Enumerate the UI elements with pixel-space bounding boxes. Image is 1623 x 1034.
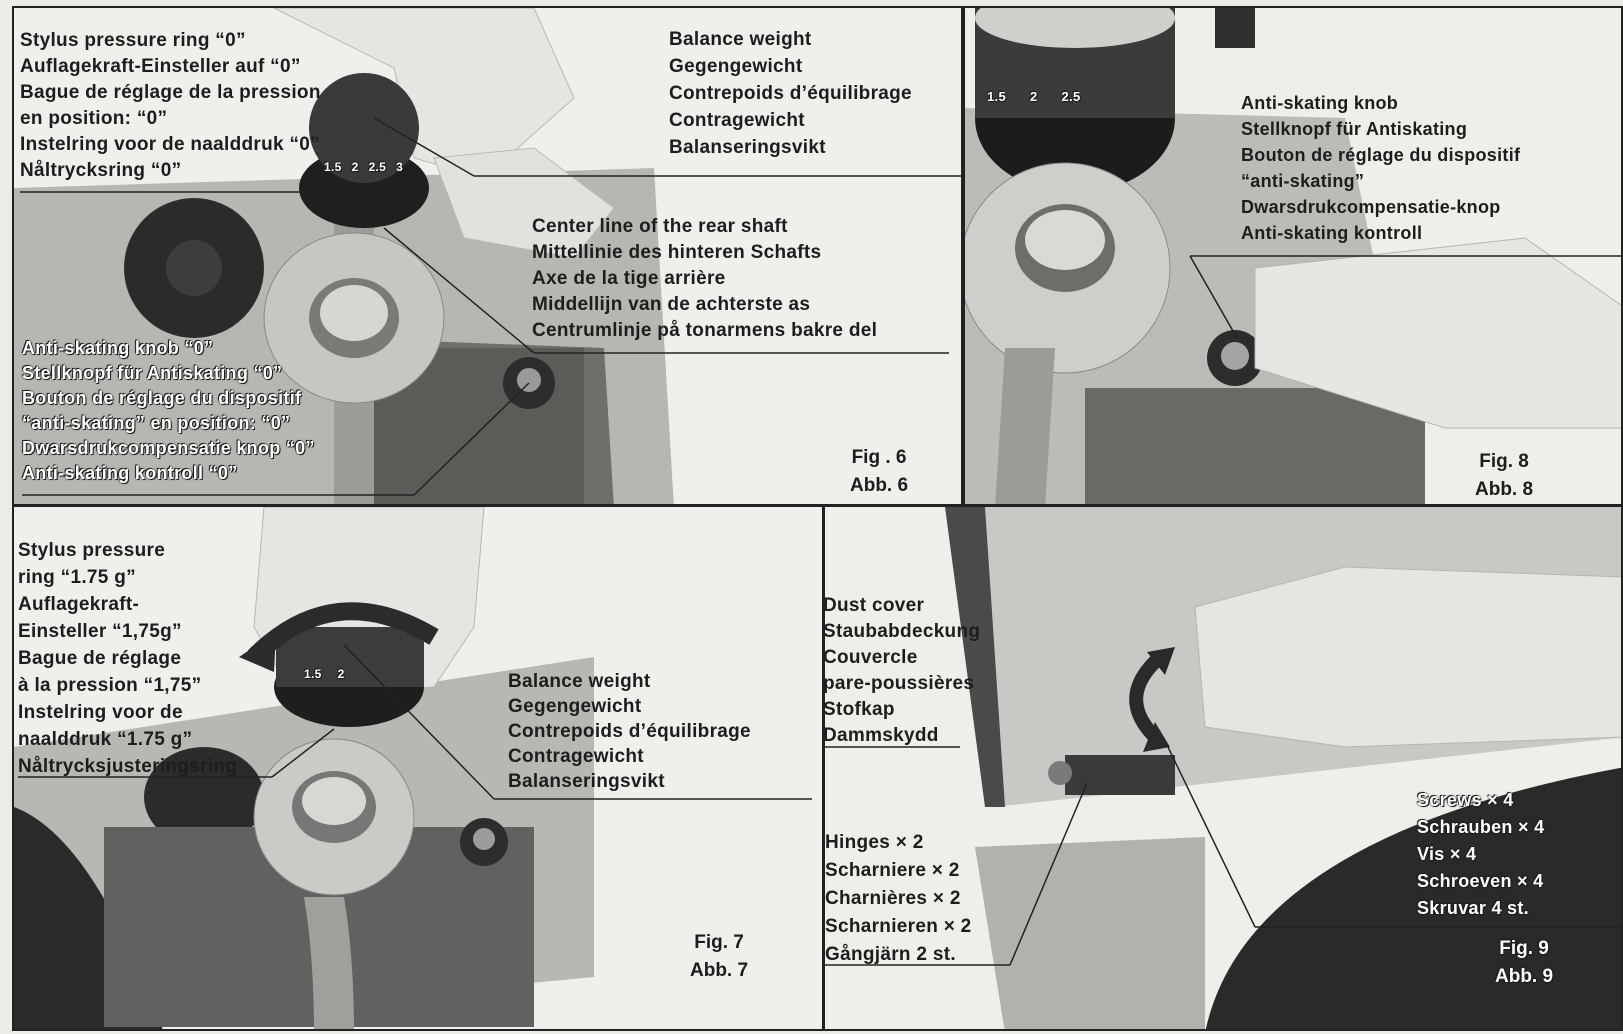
dial-mark: 2.5 [1061, 89, 1081, 104]
dial-mark: 2 [351, 160, 359, 174]
fig9-dust-cover-label: Dust cover Staubabdeckung Couvercle pare… [823, 595, 981, 746]
fig9-hinges-label: Hinges × 2 Scharniere × 2 Charnières × 2… [825, 832, 972, 965]
fig7-figure-label: Fig. 7 Abb. 7 [690, 932, 749, 981]
fig6-center-line-label: Center line of the rear shaft Mittellini… [532, 216, 878, 341]
fig9-screws-label: Screws × 4 Schrauben × 4 Vis × 4 Schroev… [1417, 790, 1545, 918]
fig6-dial-marks: 1.5 2 2.5 3 [324, 160, 403, 174]
dial-mark: 1.5 [304, 667, 322, 681]
fig9-panel: Dust cover Staubabdeckung Couvercle pare… [823, 505, 1623, 1031]
fig6-anti-skating-label: Anti-skating knob “0” Stellknopf für Ant… [22, 338, 315, 483]
dial-mark: 1.5 [987, 89, 1006, 104]
fig8-photo [965, 8, 1621, 504]
fig6-panel: 1.5 2 2.5 3 Stylus pressure ring “0” Auflag… [12, 6, 963, 506]
fig7-photo [14, 507, 822, 1029]
fig6-figure-label: Fig . 6 Abb. 6 [850, 447, 909, 496]
dial-mark: 3 [396, 160, 404, 174]
fig7-balance-weight-label: Balance weight Gegengewicht Contrepoids … [508, 671, 751, 792]
fig8-anti-skating-label: Anti-skating knob Stellknopf für Antiska… [1241, 93, 1521, 243]
fig9-figure-label: Fig. 9 Abb. 9 [1495, 938, 1554, 987]
dial-mark: 2.5 [368, 160, 387, 174]
dial-mark: 2 [1029, 89, 1038, 104]
fig9-photo [825, 507, 1621, 1029]
fig7-stylus-ring-label: Stylus pressure ring “1.75 g” Auflagekra… [18, 540, 238, 777]
fig6-stylus-ring-label: Stylus pressure ring “0” Auflagekraft-Ei… [20, 30, 321, 181]
fig8-dial-marks: 1.5 2 2.5 [987, 90, 1081, 104]
dial-mark: 2 [337, 667, 345, 681]
dial-mark: 1.5 [324, 160, 342, 174]
fig6-balance-weight-label: Balance weight Gegengewicht Contrepoids … [669, 29, 912, 158]
fig8-panel: 1.5 2 2.5 Anti-skating knob Stellknopf für… [963, 6, 1623, 506]
fig8-figure-label: Fig. 8 Abb. 8 [1475, 451, 1534, 500]
